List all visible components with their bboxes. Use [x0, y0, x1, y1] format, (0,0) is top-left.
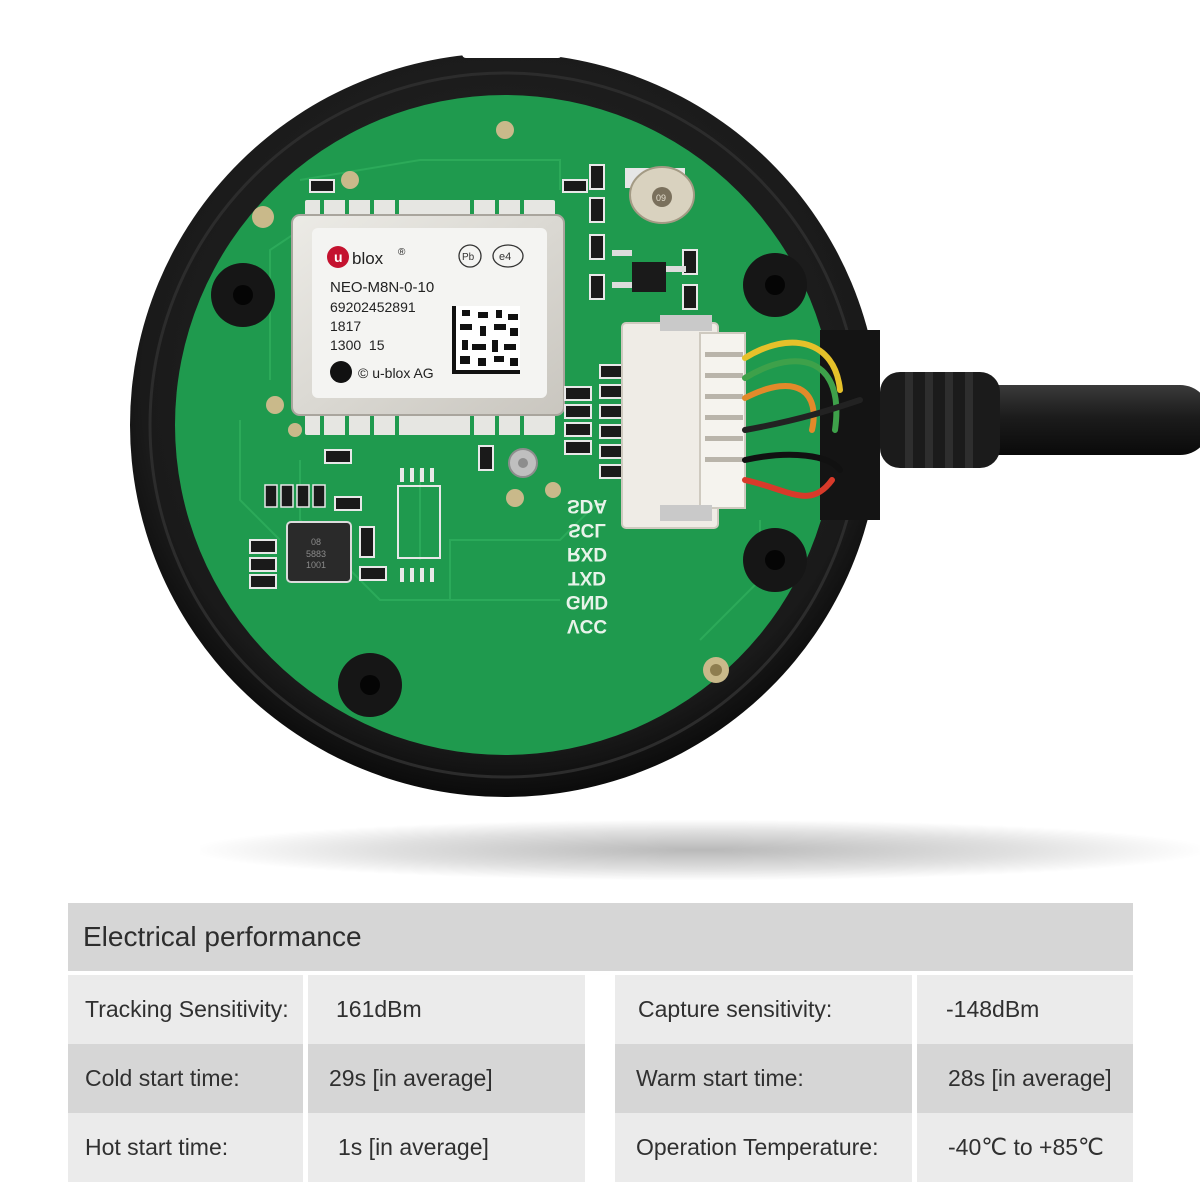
gps-module-photo: u blox ® Pb e4 NEO-M8N-0-10 69202452891 …: [130, 53, 1200, 797]
electrical-performance-table: Electrical performance Tracking Sensitiv…: [68, 903, 1133, 1182]
chip-marking-3: 1001: [306, 560, 326, 570]
buzzer-marking: 09: [656, 193, 666, 203]
tracking-sensitivity-label: Tracking Sensitivity:: [68, 975, 303, 1044]
pb-free-badge: Pb: [462, 252, 475, 263]
cable: [880, 372, 1200, 468]
module-brand: blox: [352, 249, 384, 268]
chip-marking-2: 5883: [306, 549, 326, 559]
pin-label-txd: TXD: [568, 567, 606, 588]
table-title: Electrical performance: [68, 903, 1133, 971]
pin-label-sda: SDA: [566, 495, 608, 516]
module-brand-prefix: u: [334, 249, 343, 265]
ublox-logo-icon: [327, 246, 349, 268]
pin-label-rxd: RXD: [566, 543, 608, 564]
chip-marking-1: 08: [311, 537, 321, 547]
module-serial: 69202452891: [330, 299, 416, 315]
capture-sensitivity-value: -148dBm: [917, 975, 1133, 1044]
pin-label-vcc: VCC: [566, 615, 608, 636]
cold-start-value: 29s [in average]: [308, 1044, 585, 1113]
module-model: NEO-M8N-0-10: [330, 279, 434, 296]
hot-start-value: 1s [in average]: [308, 1113, 585, 1182]
tracking-sensitivity-value: 161dBm: [308, 975, 585, 1044]
module-copyright: © u-blox AG: [358, 365, 434, 381]
wires: [742, 339, 863, 499]
pin-label-gnd: GND: [565, 591, 609, 612]
cold-start-label: Cold start time:: [68, 1044, 303, 1113]
module-line-4: 1300 15: [330, 337, 385, 353]
jst-connector: [621, 315, 746, 529]
gnss-module: u blox ® Pb e4 NEO-M8N-0-10 69202452891 …: [291, 200, 565, 435]
module-line-3: 1817: [330, 318, 361, 334]
operation-temperature-label: Operation Temperature:: [615, 1113, 912, 1182]
pin-labels-stack: SDA SCL RXD TXD GND VCC: [563, 495, 611, 636]
product-shadow: [200, 820, 1200, 880]
mounting-holes: [211, 253, 807, 717]
warm-start-value: 28s [in average]: [917, 1044, 1133, 1113]
datamatrix-code: [452, 306, 520, 374]
capture-sensitivity-label: Capture sensitivity:: [615, 975, 912, 1044]
backup-cell: 09: [625, 166, 695, 224]
module-registered-mark: ®: [398, 247, 406, 258]
e4-badge: e4: [499, 251, 511, 263]
warm-start-label: Warm start time:: [615, 1044, 912, 1113]
pin-label-scl: SCL: [568, 519, 606, 540]
hot-start-label: Hot start time:: [68, 1113, 303, 1182]
operation-temperature-value: -40℃ to +85℃: [917, 1113, 1133, 1182]
